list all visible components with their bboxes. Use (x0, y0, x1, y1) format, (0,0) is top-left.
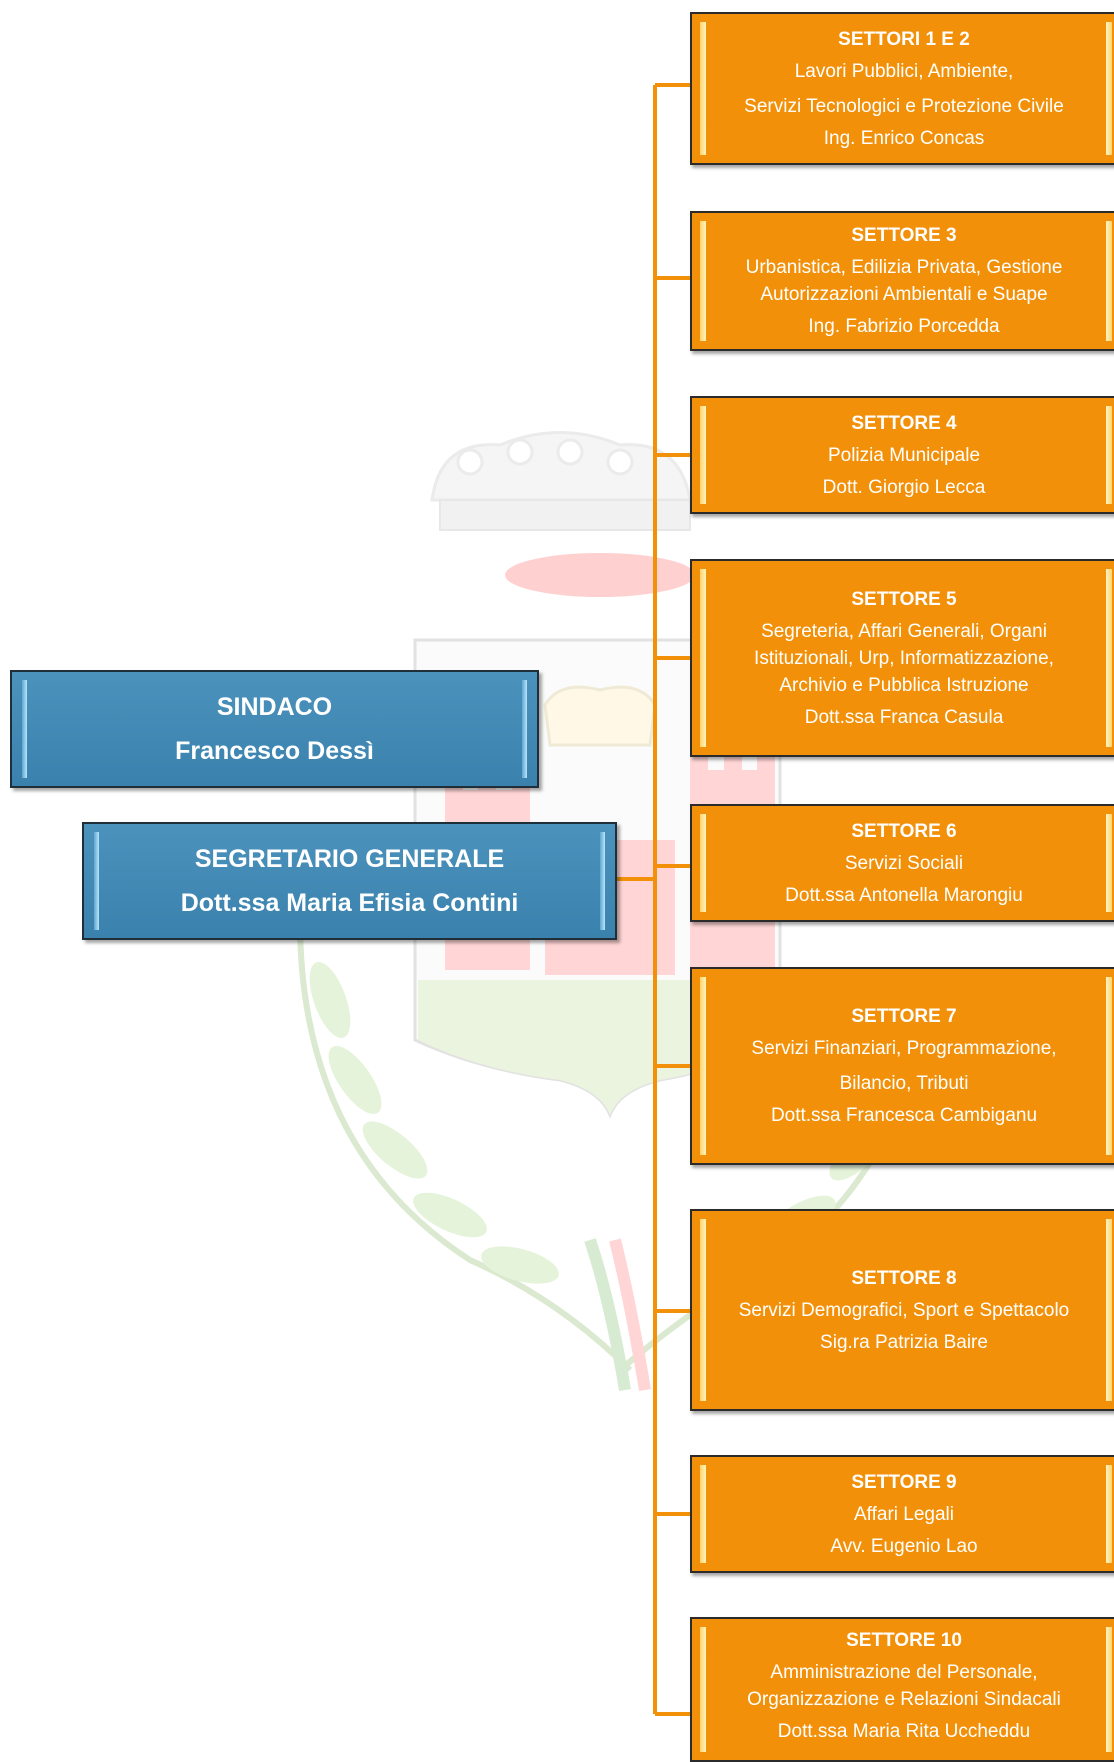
settore-box-1-2: SETTORI 1 E 2 Lavori Pubblici, Ambiente,… (690, 12, 1114, 165)
settore-title: SETTORE 4 (851, 412, 957, 434)
settore-manager: Ing. Fabrizio Porcedda (808, 316, 1000, 337)
settore-description: Istituzionali, Urp, Informatizzazione, (754, 647, 1054, 669)
settore-manager: Dott. Giorgio Lecca (822, 476, 986, 498)
settore-box-8: SETTORE 8 Servizi Demografici, Sport e S… (690, 1209, 1114, 1411)
settore-description: Autorizzazioni Ambientali e Suape (760, 284, 1048, 305)
settore-box-7: SETTORE 7 Servizi Finanziari, Programmaz… (690, 967, 1114, 1165)
settore-box-3: SETTORE 3 Urbanistica, Edilizia Privata,… (690, 211, 1114, 351)
settore-description: Servizi Sociali (844, 852, 964, 874)
settore-title: SETTORE 10 (846, 1630, 962, 1651)
settore-description: Bilancio, Tributi (839, 1073, 969, 1094)
settore-description: Polizia Municipale (827, 444, 981, 466)
settore-title: SETTORE 7 (851, 1006, 957, 1027)
settore-manager: Ing. Enrico Concas (823, 127, 985, 149)
settore-box-5: SETTORE 5 Segreteria, Affari Generali, O… (690, 559, 1114, 757)
segretario-name: Dott.ssa Maria Efisia Contini (180, 889, 519, 917)
settore-manager: Dott.ssa Franca Casula (804, 706, 1004, 728)
settore-manager: Sig.ra Patrizia Baire (820, 1331, 988, 1353)
sindaco-box: SINDACO Francesco Dessì (10, 670, 539, 788)
settore-description: Segreteria, Affari Generali, Organi (761, 620, 1047, 642)
settore-manager: Dott.ssa Antonella Marongiu (785, 884, 1023, 906)
settore-box-10: SETTORE 10 Amministrazione del Personale… (690, 1617, 1114, 1762)
settore-box-9: SETTORE 9 Affari Legali Avv. Eugenio Lao (690, 1455, 1114, 1573)
settore-description: Organizzazione e Relazioni Sindacali (747, 1689, 1061, 1710)
settore-manager: Dott.ssa Francesca Cambiganu (770, 1105, 1038, 1126)
sindaco-name: Francesco Dessì (175, 737, 374, 765)
settore-title: SETTORE 5 (851, 588, 957, 610)
settore-description: Affari Legali (854, 1503, 954, 1525)
sindaco-title: SINDACO (216, 693, 333, 721)
settore-description: Archivio e Pubblica Istruzione (779, 674, 1029, 696)
settore-title: SETTORE 8 (851, 1267, 957, 1289)
settore-description: Amministrazione del Personale, (770, 1662, 1038, 1683)
settore-title: SETTORE 6 (851, 820, 957, 842)
settore-box-4: SETTORE 4 Polizia Municipale Dott. Giorg… (690, 396, 1114, 514)
settore-manager: Dott.ssa Maria Rita Uccheddu (777, 1721, 1031, 1742)
segretario-box: SEGRETARIO GENERALE Dott.ssa Maria Efisi… (82, 822, 617, 940)
settore-description: Servizi Finanziari, Programmazione, (751, 1038, 1057, 1059)
settore-description: Urbanistica, Edilizia Privata, Gestione (745, 257, 1063, 278)
settore-title: SETTORI 1 E 2 (838, 28, 970, 50)
settore-title: SETTORE 9 (851, 1471, 957, 1493)
settore-description: Lavori Pubblici, Ambiente, (794, 60, 1014, 82)
settore-box-6: SETTORE 6 Servizi Sociali Dott.ssa Anton… (690, 804, 1114, 922)
settore-description: Servizi Demografici, Sport e Spettacolo (738, 1299, 1070, 1321)
settore-description: Servizi Tecnologici e Protezione Civile (744, 95, 1064, 117)
settore-title: SETTORE 3 (851, 225, 957, 246)
segretario-title: SEGRETARIO GENERALE (194, 845, 505, 873)
settore-manager: Avv. Eugenio Lao (830, 1535, 978, 1557)
